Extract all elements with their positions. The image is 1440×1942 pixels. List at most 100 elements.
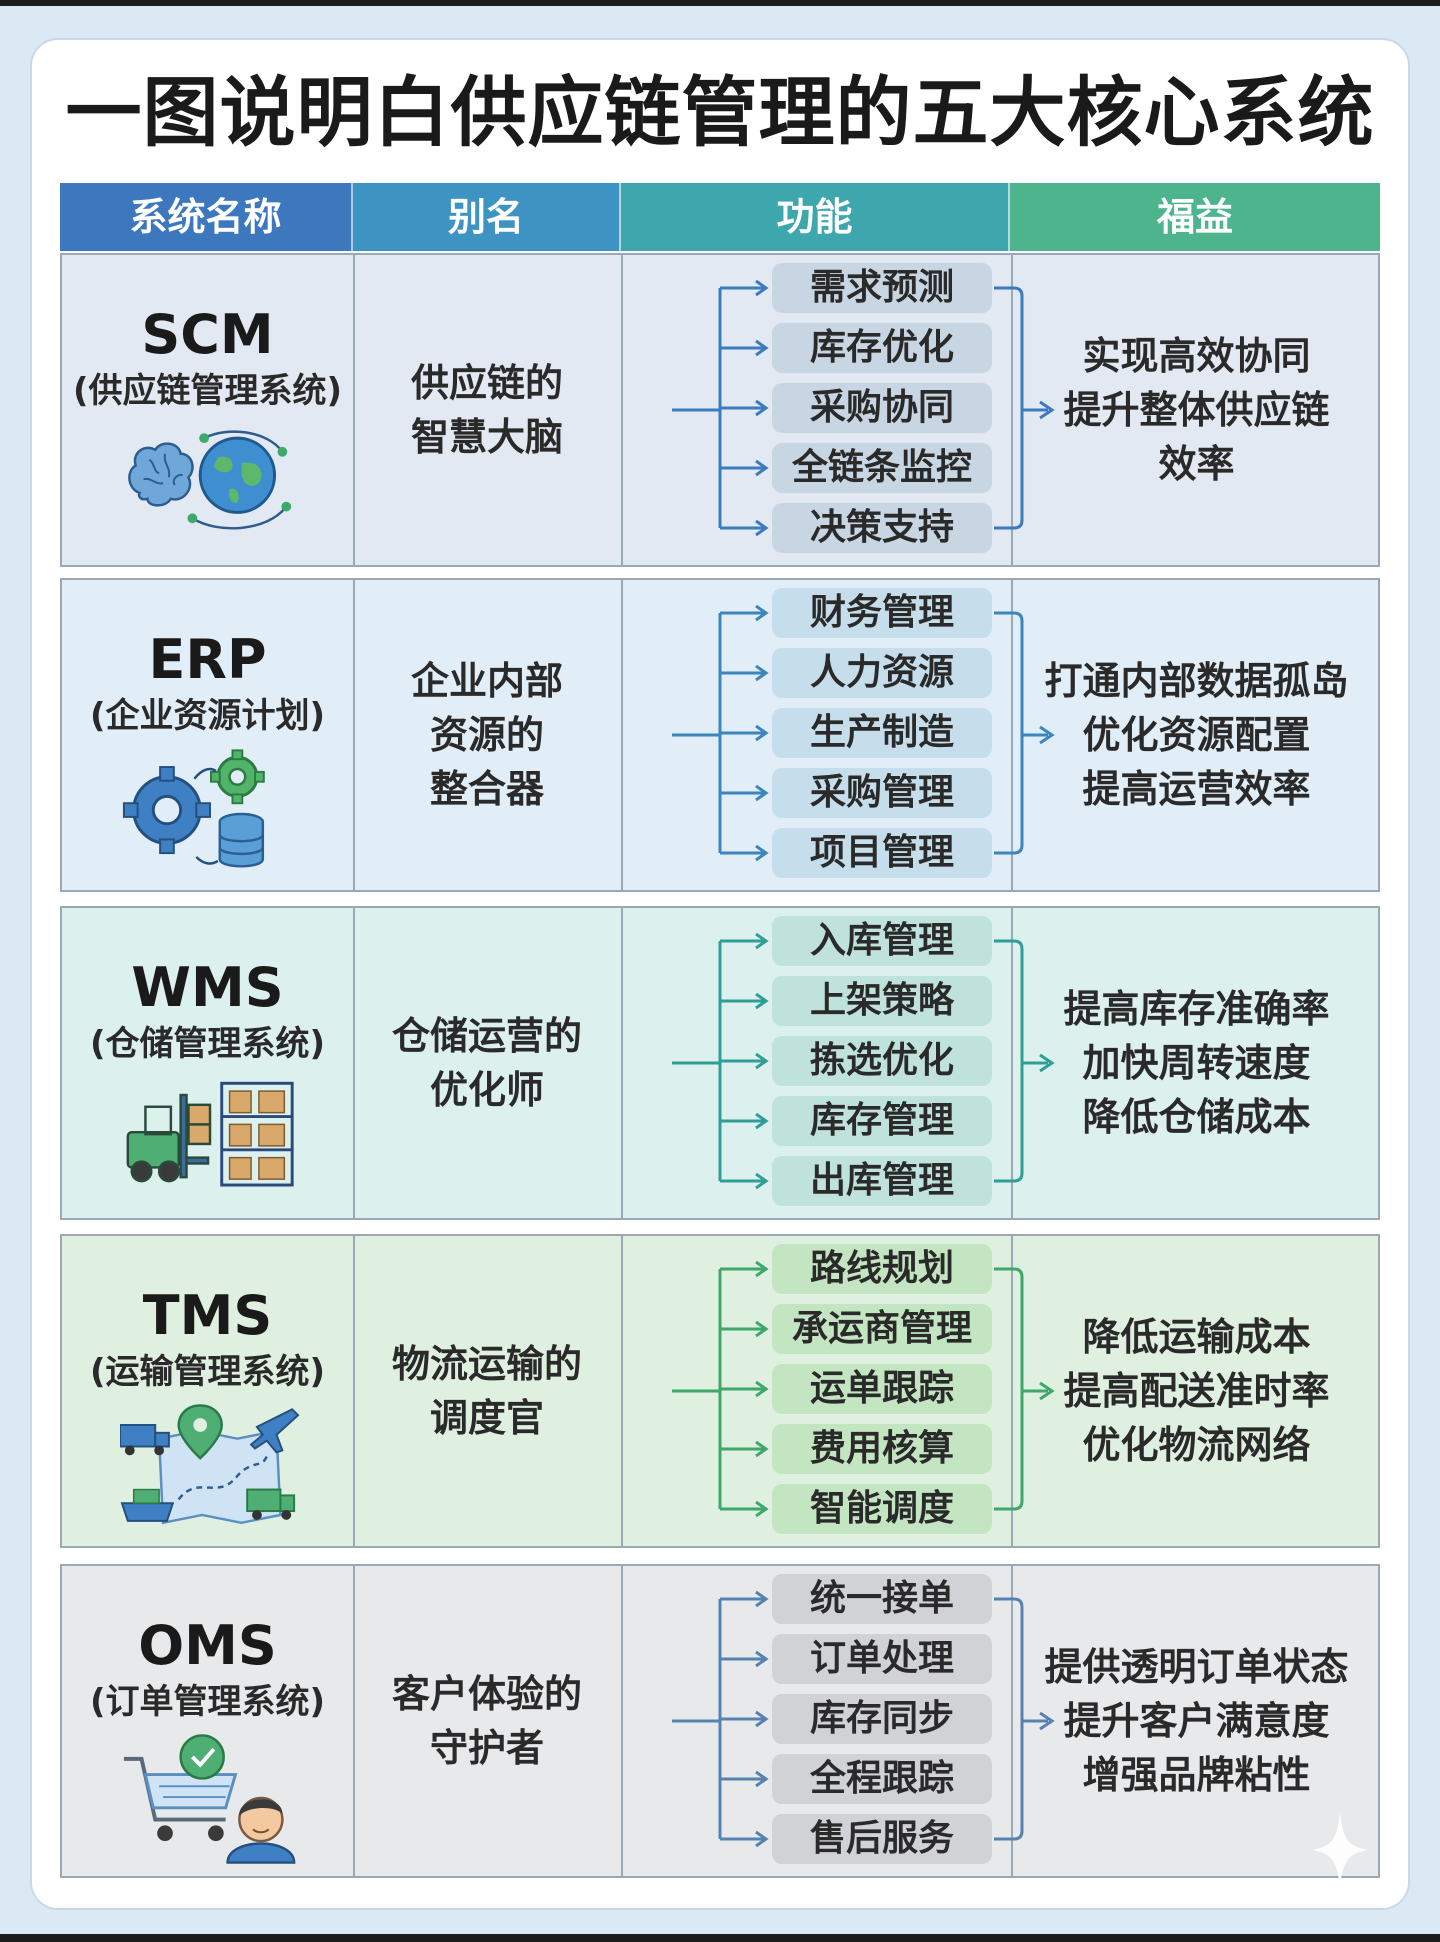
benefit-line: 提高运营效率: [1082, 767, 1311, 811]
page-title: 一图说明白供应链管理的五大核心系统: [65, 68, 1375, 157]
benefit-cell: 降低运输成本提高配送准时率优化物流网络: [1013, 1236, 1380, 1546]
benefit-cell: 提高库存准确率加快周转速度降低仓储成本: [1013, 908, 1380, 1218]
benefit-line: 提供透明订单状态: [1044, 1645, 1349, 1689]
benefit-line: 优化资源配置: [1082, 713, 1311, 757]
benefit-cell: 打通内部数据孤岛优化资源配置提高运营效率: [1013, 580, 1380, 890]
benefit-line: 增强品牌粘性: [1082, 1753, 1311, 1797]
benefit-cell: 实现高效协同提升整体供应链效率: [1013, 255, 1380, 565]
benefit-line: 提高配送准时率: [1063, 1369, 1330, 1413]
function-item: 路线规划: [772, 1244, 992, 1294]
column-divider: [1011, 1566, 1013, 1876]
function-item: 人力资源: [772, 648, 992, 698]
function-item: 全程跟踪: [772, 1754, 992, 1804]
brain-globe-icon: [128, 430, 292, 530]
system-abbr: OMS: [138, 1614, 277, 1677]
system-alias: 仓储运营的 优化师: [391, 1014, 582, 1112]
function-item: 决策支持: [772, 503, 992, 553]
function-flow: 入库管理上架策略拣选优化库存管理出库管理: [582, 908, 1102, 1218]
column-divider: [1011, 255, 1013, 565]
system-alias: 物流运输的 调度官: [391, 1342, 582, 1440]
function-item: 全链条监控: [772, 443, 992, 493]
benefit-line: 降低仓储成本: [1082, 1095, 1311, 1139]
column-divider: [353, 580, 355, 890]
function-item: 费用核算: [772, 1424, 992, 1474]
column-divider: [353, 255, 355, 565]
benefit-line: 提升客户满意度: [1063, 1699, 1330, 1743]
system-abbr: ERP: [148, 628, 267, 691]
benefit-line: 实现高效协同: [1082, 334, 1311, 378]
system-row-tms: TMS(运输管理系统) 物流运输的 调度官路线规划承运商管理运单跟踪费用核算智能…: [60, 1234, 1380, 1548]
function-item: 智能调度: [772, 1484, 992, 1534]
cart-customer-icon: [123, 1734, 296, 1864]
function-item: 采购管理: [772, 768, 992, 818]
benefit-cell: 提供透明订单状态提升客户满意度增强品牌粘性: [1013, 1566, 1380, 1876]
header-function: 功能: [621, 183, 1010, 251]
system-row-erp: ERP (企业资源计划) 企业内部 资源的 整合器 财务管理人力资源生产制造采购管理…: [60, 578, 1380, 892]
column-divider: [621, 908, 623, 1218]
column-divider: [353, 1236, 355, 1546]
benefit-line: 提高库存准确率: [1063, 987, 1330, 1031]
sparkle-icon: [1312, 1812, 1368, 1888]
function-flow: 统一接单订单处理库存同步全程跟踪售后服务: [582, 1566, 1102, 1876]
column-divider: [1011, 580, 1013, 890]
benefit-line: 加快周转速度: [1082, 1041, 1311, 1085]
function-item: 采购协同: [772, 383, 992, 433]
flow-arrows: [672, 279, 1055, 537]
alias-cell: 物流运输的 调度官: [353, 1236, 621, 1546]
function-item: 订单处理: [772, 1634, 992, 1684]
system-row-scm: SCM(供应链管理系统) 供应链的 智慧大脑需求预测库存优化采购协同全链条监控决…: [60, 253, 1380, 567]
column-divider: [621, 255, 623, 565]
function-flow: 需求预测库存优化采购协同全链条监控决策支持: [582, 255, 1102, 565]
function-item: 拣选优化: [772, 1036, 992, 1086]
gears-database-icon: [122, 749, 265, 868]
function-item: 入库管理: [772, 916, 992, 966]
function-item: 财务管理: [772, 588, 992, 638]
flow-arrows: [672, 604, 1055, 862]
benefit-line: 打通内部数据孤岛: [1044, 659, 1349, 703]
function-item: 需求预测: [772, 263, 992, 313]
transport-map-icon: [120, 1404, 300, 1525]
benefit-line: 优化物流网络: [1082, 1423, 1311, 1467]
system-full-name: (仓储管理系统): [89, 1024, 326, 1064]
column-divider: [353, 1566, 355, 1876]
flow-arrows: [672, 932, 1055, 1190]
column-divider: [1011, 908, 1013, 1218]
function-flow: 路线规划承运商管理运单跟踪费用核算智能调度: [582, 1236, 1102, 1546]
system-alias: 客户体验的 守护者: [391, 1672, 582, 1770]
system-full-name: (订单管理系统): [89, 1682, 326, 1722]
function-item: 出库管理: [772, 1156, 992, 1206]
function-item: 统一接单: [772, 1574, 992, 1624]
function-item: 上架策略: [772, 976, 992, 1026]
benefit-line: 提升整体供应链: [1063, 388, 1330, 432]
top-border: [0, 0, 1440, 6]
flow-arrows: [672, 1260, 1055, 1518]
bottom-border: [0, 1934, 1440, 1942]
function-flow: 财务管理人力资源生产制造采购管理项目管理: [582, 580, 1102, 890]
system-full-name: (企业资源计划): [89, 696, 326, 736]
column-divider: [621, 580, 623, 890]
benefit-line: 降低运输成本: [1082, 1315, 1311, 1359]
system-alias: 供应链的 智慧大脑: [410, 361, 563, 459]
system-abbr: TMS: [142, 1284, 273, 1347]
header-benefit: 福益: [1010, 183, 1380, 251]
function-item: 库存优化: [772, 323, 992, 373]
system-full-name: (运输管理系统): [89, 1352, 326, 1392]
function-item: 生产制造: [772, 708, 992, 758]
column-divider: [621, 1566, 623, 1876]
function-item: 售后服务: [772, 1814, 992, 1864]
flow-arrows: [672, 1590, 1055, 1848]
header-alias: 别名: [353, 183, 621, 251]
column-divider: [353, 908, 355, 1218]
system-abbr: WMS: [131, 956, 284, 1019]
system-abbr: SCM: [141, 303, 274, 366]
function-item: 承运商管理: [772, 1304, 992, 1354]
alias-cell: 客户体验的 守护者: [353, 1566, 621, 1876]
alias-cell: 仓储运营的 优化师: [353, 908, 621, 1218]
function-item: 库存同步: [772, 1694, 992, 1744]
alias-cell: 供应链的 智慧大脑: [353, 255, 621, 565]
header-system-name: 系统名称: [60, 183, 353, 251]
alias-cell: 企业内部 资源的 整合器: [353, 580, 621, 890]
system-alias: 企业内部 资源的 整合器: [410, 659, 563, 811]
function-item: 库存管理: [772, 1096, 992, 1146]
benefit-line: 效率: [1158, 442, 1235, 486]
